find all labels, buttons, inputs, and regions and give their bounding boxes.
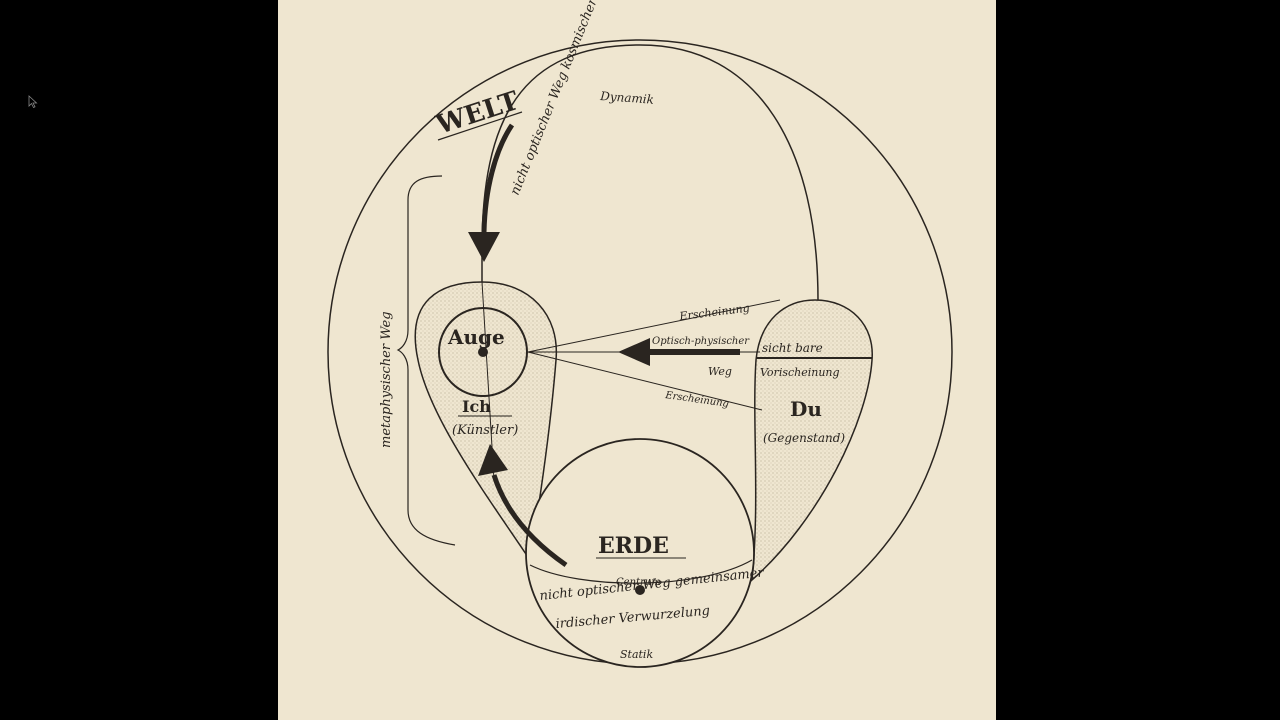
weg-label: Weg xyxy=(708,365,732,378)
du-teardrop xyxy=(751,299,873,582)
erde-label: ERDE xyxy=(598,533,669,559)
earth-horizon xyxy=(529,559,753,584)
du-label: Du xyxy=(790,397,822,421)
arrow-cosmic-head xyxy=(468,232,500,262)
optisch-physisch-label: Optisch-physischer xyxy=(652,336,750,347)
arrow-earth-head xyxy=(478,444,508,476)
arrow-optical-head xyxy=(618,338,650,366)
arrow-earth xyxy=(491,474,568,568)
erscheinung-top-label: Erscheinung xyxy=(678,301,751,323)
welt-underline xyxy=(437,111,523,141)
arrow-cosmic xyxy=(481,123,515,233)
meta-brace xyxy=(396,175,456,546)
erscheinung-bottom-label: Erscheinung xyxy=(664,390,730,410)
sichtbare-label: sicht bare xyxy=(762,341,823,355)
earth-circle xyxy=(525,438,755,668)
meta-path-label: metaphysischer Weg xyxy=(379,311,394,448)
centrum-label: Centrum xyxy=(616,577,661,588)
mouse-pointer-icon xyxy=(28,95,38,109)
ray-bottom xyxy=(527,351,763,411)
auge-label: Auge xyxy=(447,325,505,349)
vorischeinung-label: Vorischeinung xyxy=(760,366,840,379)
kuenstler-label: (Künstler) xyxy=(452,423,518,438)
statik-label: Statik xyxy=(620,648,653,661)
gegenstand-label: (Gegenstand) xyxy=(763,431,845,445)
ich-label: Ich xyxy=(462,397,491,416)
auge-center-dot xyxy=(478,347,488,357)
dynamik-label: Dynamik xyxy=(599,89,655,107)
earth-center-dot xyxy=(635,585,645,595)
ray-top xyxy=(527,299,781,353)
